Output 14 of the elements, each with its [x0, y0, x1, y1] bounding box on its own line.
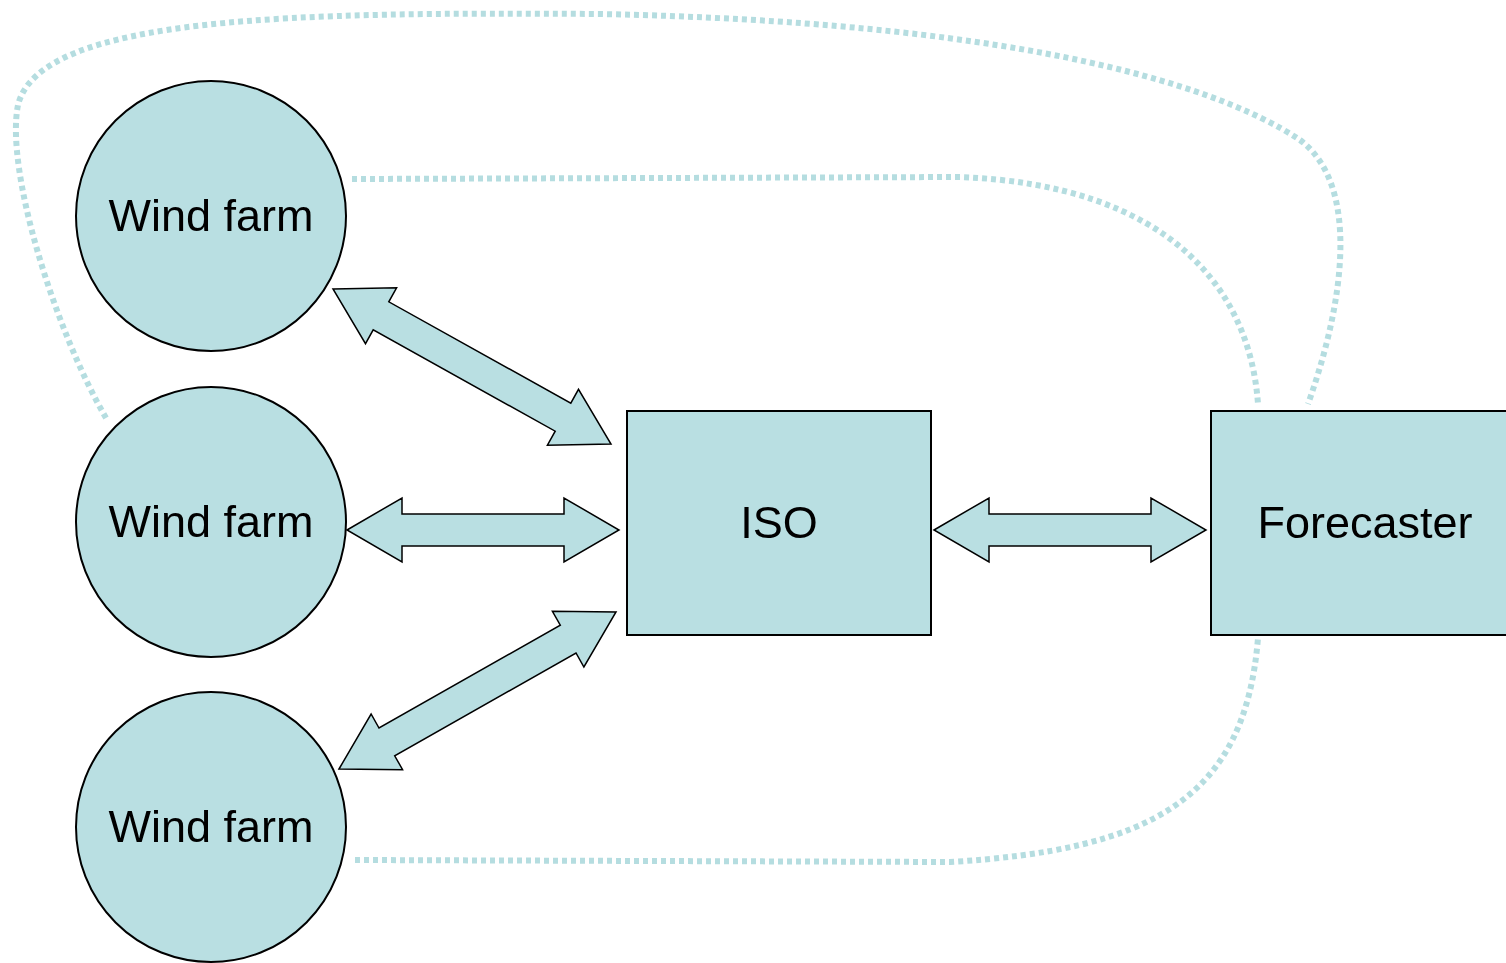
- double-block-arrow: [345, 496, 621, 564]
- node-label: Wind farm: [108, 496, 314, 548]
- node-label: ISO: [740, 497, 818, 549]
- process-box: [626, 410, 932, 636]
- dotted-connector: [355, 637, 1261, 865]
- node-label: Forecaster: [1257, 497, 1473, 549]
- double-block-arrow: [337, 610, 618, 771]
- dotted-connector: [13, 10, 1344, 420]
- double-block-arrow: [932, 496, 1208, 564]
- process-box: [1210, 410, 1506, 636]
- node-label: Wind farm: [108, 190, 314, 242]
- dotted-connector: [352, 174, 1261, 405]
- double-block-arrow: [331, 287, 613, 446]
- node-label: Wind farm: [108, 801, 314, 853]
